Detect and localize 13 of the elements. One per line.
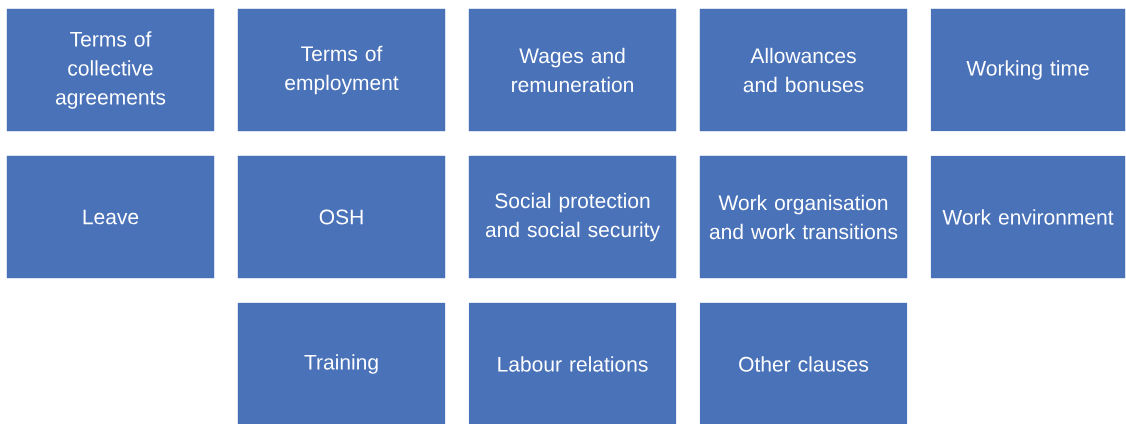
topic-box: Wages and remuneration [468,8,677,132]
topic-box: Other clauses [699,302,908,424]
topic-box: Leave [6,155,215,279]
topic-box: Terms of employment [237,8,446,132]
topic-box: Training [237,302,446,424]
topic-box: Labour relations [468,302,677,424]
topic-box: Terms of collective agreements [6,8,215,132]
topic-box: Allowances and bonuses [699,8,908,132]
topic-box: Work organisation and work transitions [699,155,908,279]
topic-box: Work environment [930,155,1126,279]
topic-box: Social protection and social security [468,155,677,279]
topic-box: Working time [930,8,1126,132]
topic-box: OSH [237,155,446,279]
